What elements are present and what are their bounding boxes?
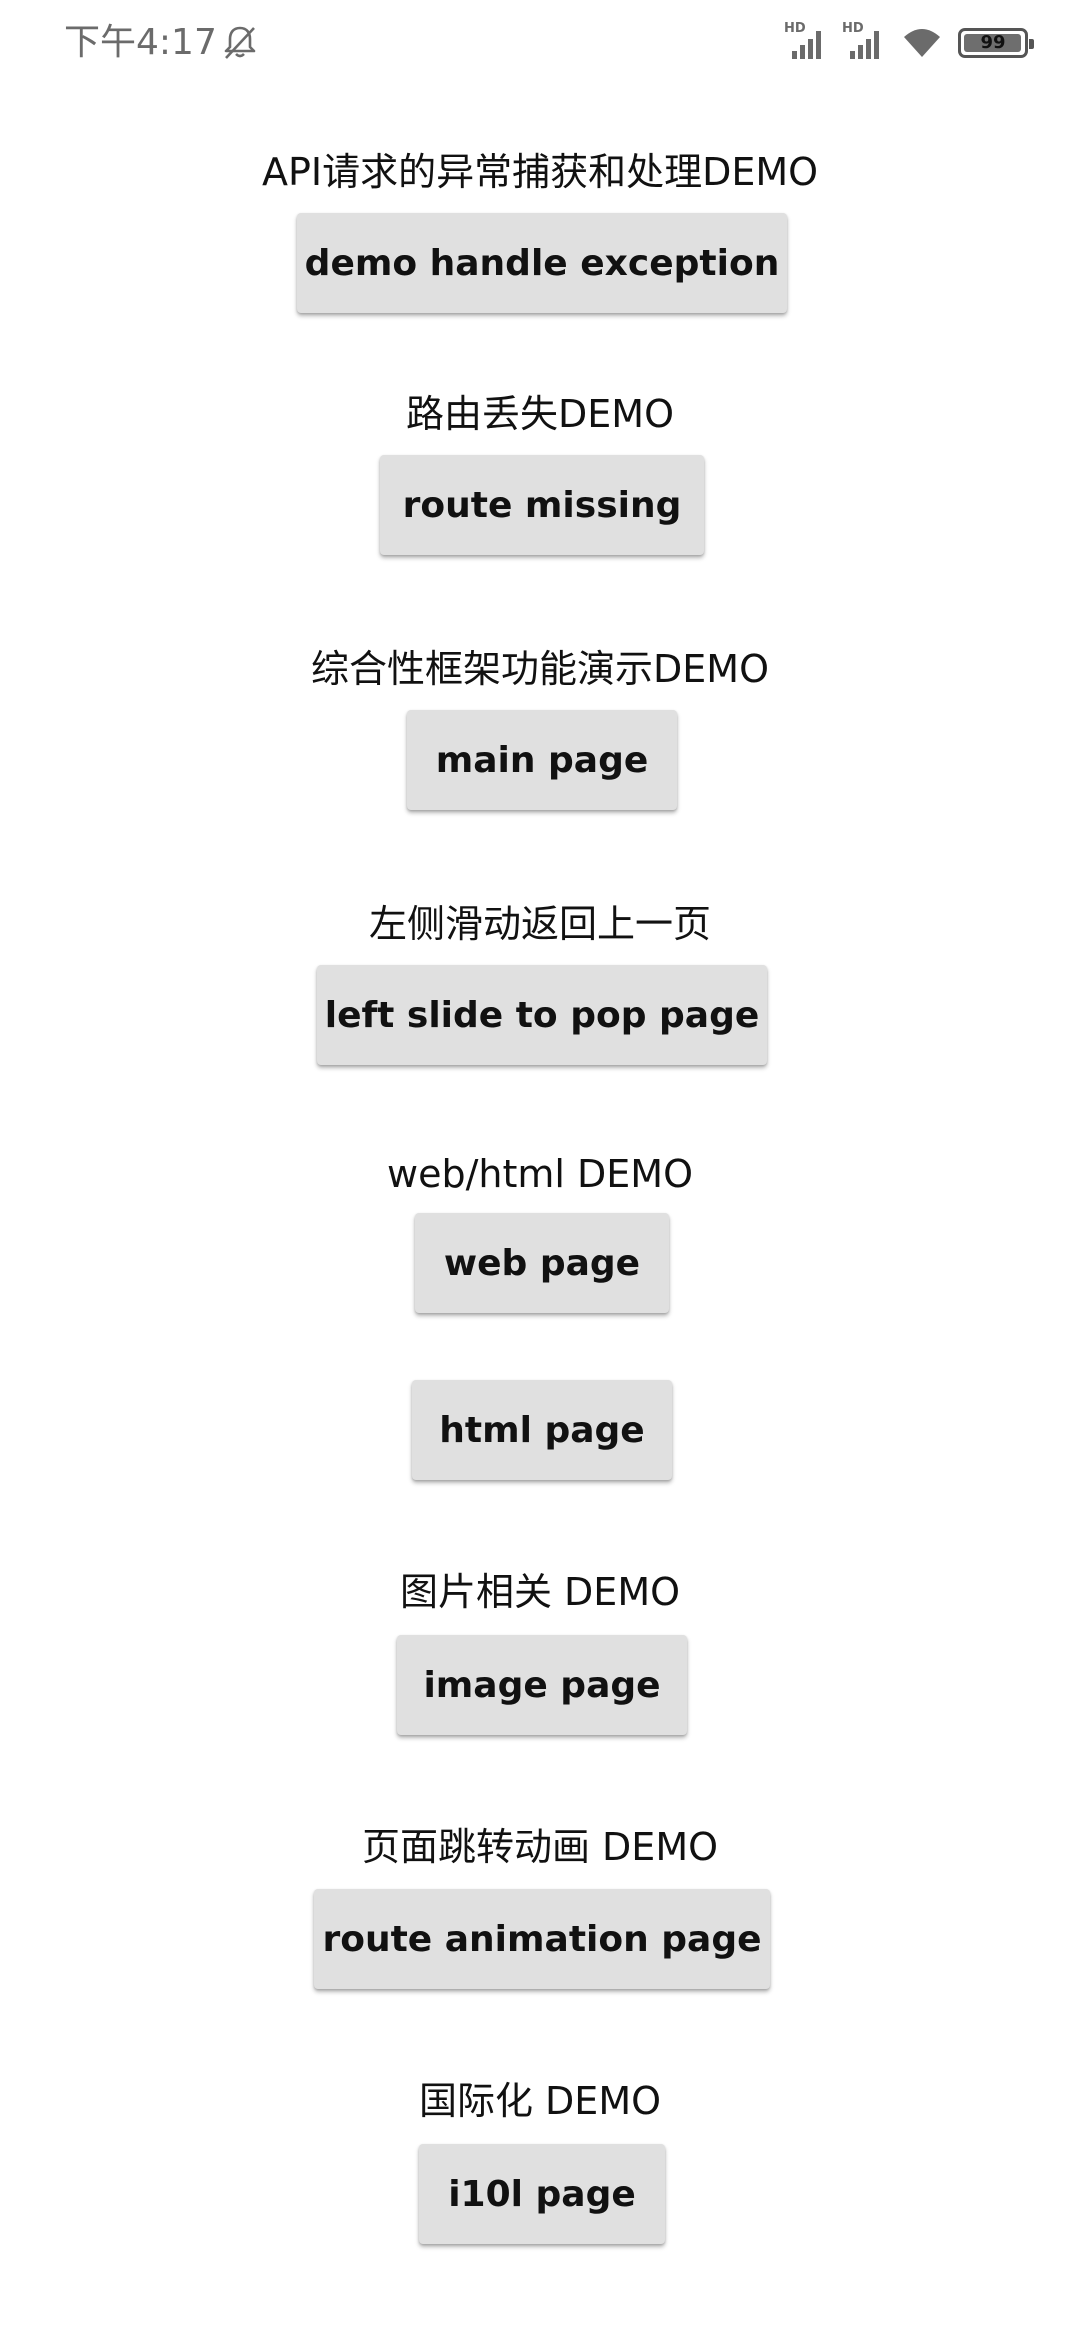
bell-off-icon (224, 26, 256, 59)
demo-handle-exception-button[interactable]: demo handle exception (297, 213, 787, 313)
web-page-button[interactable]: web page (415, 1213, 669, 1313)
route-animation-title: 页面跳转动画 DEMO (361, 1825, 719, 1869)
web-html-demo-title: web/html DEMO (387, 1152, 693, 1196)
route-missing-title: 路由丢失DEMO (406, 392, 674, 436)
i18n-demo-title: 国际化 DEMO (418, 2079, 662, 2123)
image-demo-title: 图片相关 DEMO (399, 1570, 681, 1614)
slide-back-title: 左侧滑动返回上一页 (368, 902, 711, 946)
framework-demo-title: 综合性框架功能演示DEMO (311, 647, 769, 691)
image-page-button[interactable]: image page (397, 1635, 687, 1735)
route-animation-page-button[interactable]: route animation page (314, 1889, 770, 1989)
main-page-button[interactable]: main page (407, 710, 677, 810)
battery-level: 99 (980, 32, 1006, 53)
api-demo-title: API请求的异常捕获和处理DEMO (261, 150, 819, 194)
status-icons: HD HD 99 (784, 20, 1034, 66)
status-time: 下午4:17 (64, 22, 217, 63)
status-bar: 下午4:17 HD HD (0, 0, 1080, 90)
battery-icon: 99 (958, 28, 1034, 58)
left-slide-to-pop-page-button[interactable]: left slide to pop page (317, 965, 767, 1065)
route-missing-button[interactable]: route missing (380, 455, 704, 555)
signal-hd-icon: HD (842, 21, 886, 63)
hd-label: HD (842, 21, 864, 36)
hd-label: HD (784, 21, 806, 36)
signal-hd-icon: HD (784, 21, 828, 63)
wifi-icon (904, 29, 940, 57)
battery-fill (964, 34, 1022, 52)
i10l-page-button[interactable]: i10l page (419, 2144, 665, 2244)
html-page-button[interactable]: html page (412, 1380, 672, 1480)
